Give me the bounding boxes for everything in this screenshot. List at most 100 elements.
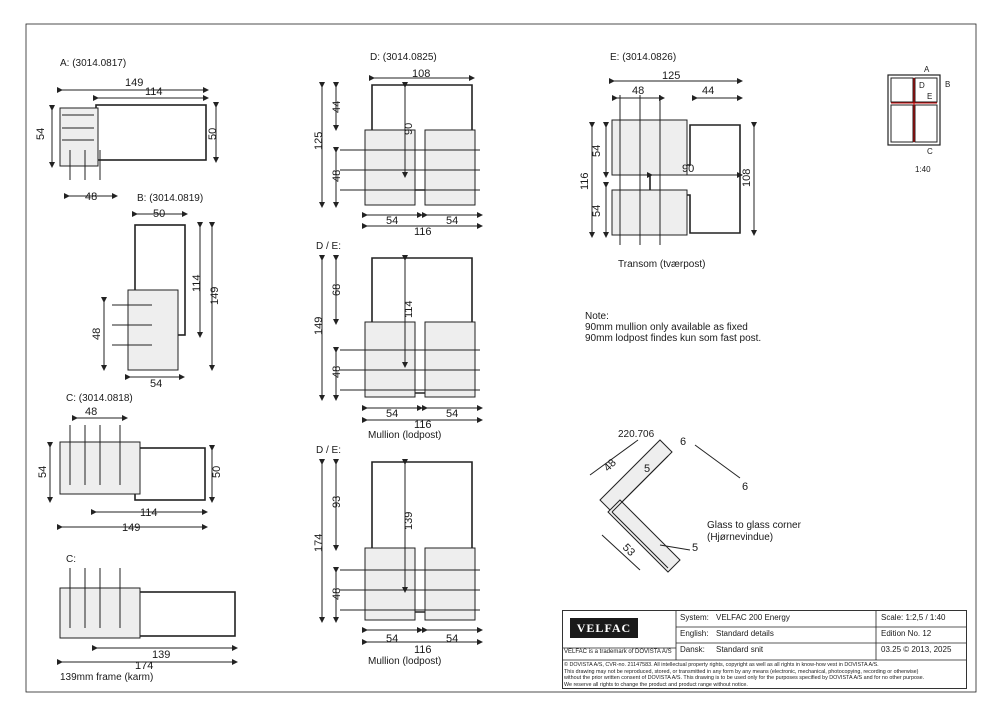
- section-de1-drawing: [319, 255, 483, 423]
- section-de2-drawing: [319, 459, 483, 645]
- date-text: 03.25 © 2013, 2025: [881, 645, 952, 654]
- dim-de2-48: 48: [331, 588, 343, 600]
- dim-d-125: 125: [313, 132, 325, 150]
- section-de2-caption: Mullion (lodpost): [368, 656, 442, 667]
- section-c2-drawing: [57, 568, 238, 665]
- section-e-title: E: (3014.0826): [610, 52, 677, 63]
- key-scale: 1:40: [915, 165, 931, 174]
- dim-c-54: 54: [37, 466, 49, 478]
- corner-caption-english: Glass to glass corner: [707, 520, 801, 531]
- dim-corner-6b: 6: [742, 481, 748, 493]
- dim-e-54a: 54: [591, 145, 603, 157]
- dim-b-48: 48: [91, 328, 103, 340]
- dim-b-114: 114: [191, 274, 203, 292]
- dim-e-90: 90: [682, 163, 694, 175]
- dim-corner-5b: 5: [692, 542, 698, 554]
- english-value: Standard details: [716, 629, 774, 638]
- section-e-caption: Transom (tværpost): [618, 259, 706, 270]
- dim-de1-149: 149: [313, 317, 325, 335]
- dim-corner-5a: 5: [644, 463, 650, 475]
- key-label-b: B: [945, 80, 950, 89]
- section-a-drawing: [49, 87, 219, 199]
- dim-de2-174: 174: [313, 534, 325, 552]
- dim-d-54b: 54: [446, 215, 458, 227]
- dim-corner-48: 48: [602, 457, 619, 474]
- dim-b-149: 149: [209, 287, 221, 305]
- note-heading: Note:: [585, 311, 609, 322]
- copyright-line-4: We reserve all rights to change the prod…: [564, 681, 748, 688]
- edition-text: Edition No. 12: [881, 629, 932, 638]
- section-e-drawing: [589, 78, 757, 245]
- note-line-english: 90mm mullion only available as fixed: [585, 322, 748, 333]
- section-c-title: C: (3014.0818): [66, 393, 133, 404]
- section-c2-caption: 139mm frame (karm): [60, 672, 154, 683]
- section-a-title: A: (3014.0817): [60, 58, 127, 69]
- dim-a-54: 54: [35, 128, 47, 140]
- trademark-text: VELFAC is a trademark of DOVISTA A/S: [564, 649, 672, 655]
- dim-a-114: 114: [145, 86, 163, 98]
- key-label-a: A: [924, 65, 930, 74]
- dim-e-108: 108: [741, 169, 753, 187]
- section-c-drawing: [47, 415, 215, 530]
- note-line-danish: 90mm lodpost findes kun som fast post.: [585, 333, 762, 344]
- key-label-e: E: [927, 92, 932, 101]
- title-block: [562, 610, 967, 689]
- dim-a-50: 50: [207, 128, 219, 140]
- key-label-d: D: [919, 81, 925, 90]
- dim-c-48: 48: [85, 406, 97, 418]
- dansk-value: Standard snit: [716, 645, 764, 654]
- english-label: English:: [680, 629, 709, 638]
- dim-e-125: 125: [662, 70, 680, 82]
- dim-c2-139: 139: [152, 649, 170, 661]
- key-label-c: C: [927, 147, 933, 156]
- system-label: System:: [680, 613, 709, 622]
- dim-b-50: 50: [153, 208, 165, 220]
- dim-de2-54a: 54: [386, 633, 398, 645]
- dim-c-114: 114: [140, 507, 158, 519]
- corner-caption-danish: (Hjørnevindue): [707, 532, 774, 543]
- dim-e-44: 44: [702, 85, 714, 97]
- dim-de1-114: 114: [403, 300, 415, 318]
- dim-de2-139: 139: [403, 512, 415, 530]
- copyright-line-1: © DOVISTA A/S, CVR-no. 21147583. All int…: [564, 662, 879, 668]
- dim-a-48: 48: [85, 191, 97, 203]
- section-b-drawing: [101, 211, 215, 380]
- section-de1-caption: Mullion (lodpost): [368, 430, 442, 441]
- dim-b-54: 54: [150, 378, 162, 390]
- dim-de2-116: 116: [414, 644, 432, 656]
- corner-drawing: [589, 439, 741, 573]
- sheet-border: [25, 23, 977, 693]
- dim-d-48: 48: [331, 170, 343, 182]
- dim-corner-53: 53: [620, 542, 637, 559]
- key-plan: [887, 74, 941, 146]
- dim-de2-93: 93: [331, 496, 343, 508]
- section-d-drawing: [319, 75, 483, 229]
- dim-e-116: 116: [579, 172, 591, 190]
- dim-d-90: 90: [403, 123, 415, 135]
- dim-de1-116: 116: [414, 419, 432, 431]
- dansk-label: Dansk:: [680, 645, 705, 654]
- dim-c-50: 50: [211, 466, 223, 478]
- section-de2-title: D / E:: [316, 445, 342, 456]
- dim-d-44: 44: [331, 101, 343, 113]
- scale-text: Scale: 1:2,5 / 1:40: [881, 613, 946, 622]
- dim-c-149: 149: [122, 522, 140, 534]
- dim-de1-54a: 54: [386, 408, 398, 420]
- dim-d-108: 108: [412, 68, 430, 80]
- dim-de1-68: 68: [331, 284, 343, 296]
- dim-de1-54b: 54: [446, 408, 458, 420]
- system-value: VELFAC 200 Energy: [716, 613, 790, 622]
- dim-e-54b: 54: [591, 205, 603, 217]
- dim-de1-48: 48: [331, 366, 343, 378]
- section-b-title: B: (3014.0819): [137, 193, 204, 204]
- titleblock-lines: [562, 610, 967, 661]
- dim-a-149: 149: [125, 77, 143, 89]
- section-c2-title: C:: [66, 554, 76, 565]
- dim-corner-6a: 6: [680, 436, 686, 448]
- dim-de2-54b: 54: [446, 633, 458, 645]
- section-de1-title: D / E:: [316, 241, 342, 252]
- copyright-line-2: This drawing may not be reproduced, stor…: [564, 668, 919, 675]
- copyright-line-3: without the prior written consent of DOV…: [564, 675, 925, 681]
- section-d-title: D: (3014.0825): [370, 52, 437, 63]
